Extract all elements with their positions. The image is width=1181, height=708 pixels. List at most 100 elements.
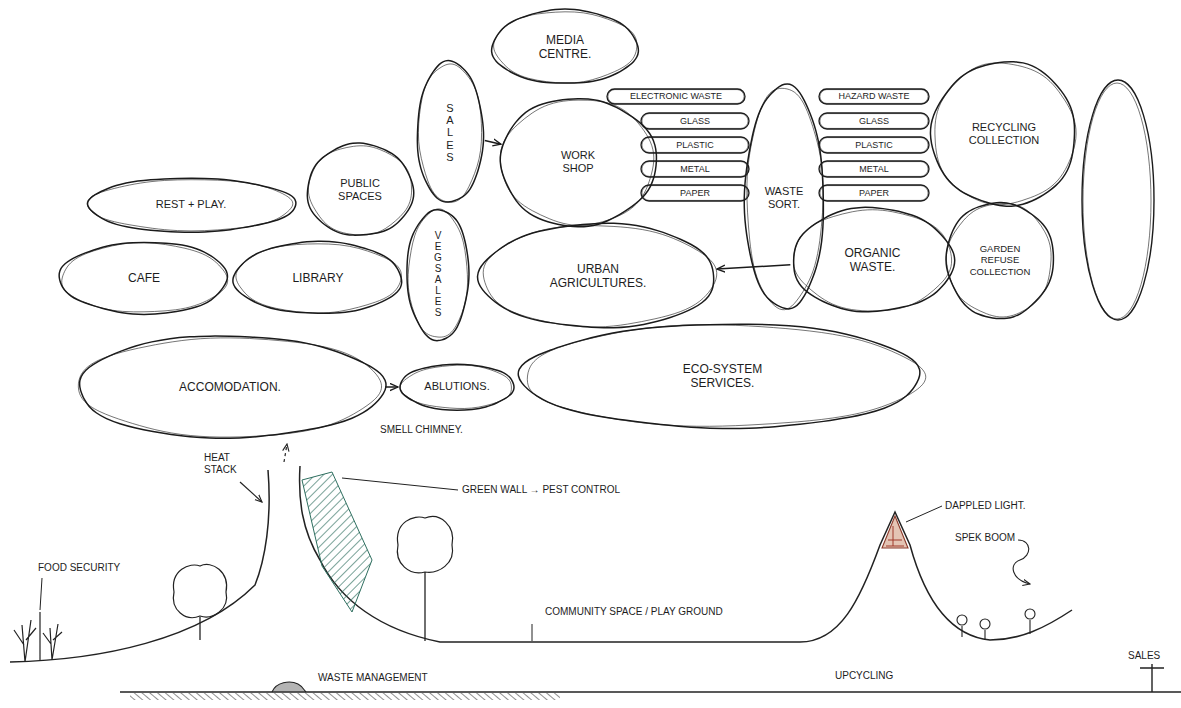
text-group: PAPER [680,188,710,199]
flow-arrow [485,141,501,145]
annotation-label: WASTE MANAGEMENT [318,672,428,684]
annotation-label: DAPPLED LIGHT. [945,500,1026,512]
text-group: PAPER [859,188,889,199]
text-group: SALES [445,102,456,162]
annotation-label: FOOD SECURITY [38,562,120,574]
band-stroke [820,138,928,153]
space-bubble: WASTE SORT. [743,84,826,312]
annotation-box: SPEK BOOM [955,532,1015,544]
space-name: HAZARD WASTE [838,91,909,102]
bubble-stroke [935,63,1076,205]
space-name: PAPER [680,188,710,199]
space-name: VEG SALES [433,230,443,318]
bubble-stroke [88,178,296,232]
bubble-stroke [400,364,514,410]
space-bubble: ACCOMODATION. [75,334,385,440]
leader-line [906,506,942,522]
space-name: MEDIA CENTRE. [525,33,605,62]
sales-post [1140,664,1164,692]
waste-stream-band: HAZARD WASTE [818,88,930,105]
annotation-box: SMELL CHIMNEY. [380,424,463,436]
band-stroke [641,185,749,201]
space-bubble: LIBRARY [232,240,404,316]
annotation-box: DAPPLED LIGHT. [945,500,1026,512]
space-name: WORK SHOP [553,149,603,175]
space-name: GARDEN REFUSE COLLECTION [965,243,1035,277]
annotation-label: GREEN WALL → PEST CONTROL [462,484,620,496]
space-name: SALES [445,102,456,162]
annotation-label: SPEK BOOM [955,532,1015,544]
space-bubble: GARDEN REFUSE COLLECTION [944,200,1055,320]
bubble-stroke [500,100,654,225]
band-stroke [820,162,928,177]
bubble-stroke [407,209,469,340]
text-group: REST + PLAY. [156,198,227,211]
band-stroke [641,137,749,153]
text-group: ELECTRONIC WASTE [630,91,722,102]
text-group: GLASS [859,116,889,127]
band-stroke [642,186,748,201]
bubble-stroke [87,180,293,231]
waste-stream-band: GLASS [818,112,930,130]
bubble-stroke [492,9,639,83]
band-stroke [819,185,929,201]
text-group: HAZARD WASTE [838,91,909,102]
text-group: PUBLIC SPACES [330,177,390,203]
annotation-label: SALES [1128,650,1160,662]
bubble-stroke [500,99,656,227]
space-bubble: MEDIA CENTRE. [490,8,640,86]
upcycling-pavilion [882,516,908,548]
leader-line [532,624,533,641]
space-name: PLASTIC [676,140,714,151]
space-bubble: SALES [415,60,485,205]
text-group: ECO-SYSTEM SERVICES. [668,362,778,391]
green-wall [302,472,372,612]
band-stroke [608,90,744,104]
bubble-stroke [417,61,483,202]
band-stroke [820,114,928,129]
text-group: URBAN AGRICULTURES. [533,262,663,291]
band-stroke [607,89,745,104]
space-name: CAFE [128,271,160,285]
tree-canopy [397,517,452,573]
bubble-stroke [744,84,823,309]
annotation-box: SALES [1128,650,1160,662]
space-name: PAPER [859,188,889,199]
bubble-stroke [494,12,637,83]
spekboom-flower [980,619,990,629]
bubble-stroke [746,88,822,309]
band-stroke [642,162,748,177]
annotation-box: HEAT STACK [204,452,248,476]
band-stroke [819,161,929,177]
food-plants [14,612,62,662]
band-stroke [819,113,929,129]
tree-canopy [173,564,226,617]
band-stroke [642,138,748,153]
text-group: ABLUTIONS. [424,380,489,393]
text-group: METAL [680,164,709,175]
band-stroke [819,137,929,153]
text-group: GLASS [680,116,710,127]
space-bubble: URBAN AGRICULTURES. [478,222,718,330]
empty-bubble [1082,80,1154,320]
text-group: CAFE [128,271,160,285]
waste-stream-band: METAL [640,160,750,178]
space-name: REST + PLAY. [156,198,227,211]
terrain-profile [10,466,1072,662]
waste-stream-band: PAPER [818,184,930,202]
bubble-stroke [946,203,1053,319]
space-name: ELECTRONIC WASTE [630,91,722,102]
leader-line [342,478,458,490]
text-group: VEG SALES [433,230,443,318]
bubble-stroke [233,241,402,313]
tree-trunk [199,617,200,640]
text-group: WASTE SORT. [759,185,809,211]
band-stroke [819,89,929,104]
annotation-label: HEAT STACK [204,452,248,476]
pavilion-detail [886,526,904,546]
text-group: GARDEN REFUSE COLLECTION [965,243,1035,277]
band-stroke [642,114,748,129]
space-name: LIBRARY [292,271,343,285]
annotation-box: COMMUNITY SPACE / PLAY GROUND [545,606,723,618]
